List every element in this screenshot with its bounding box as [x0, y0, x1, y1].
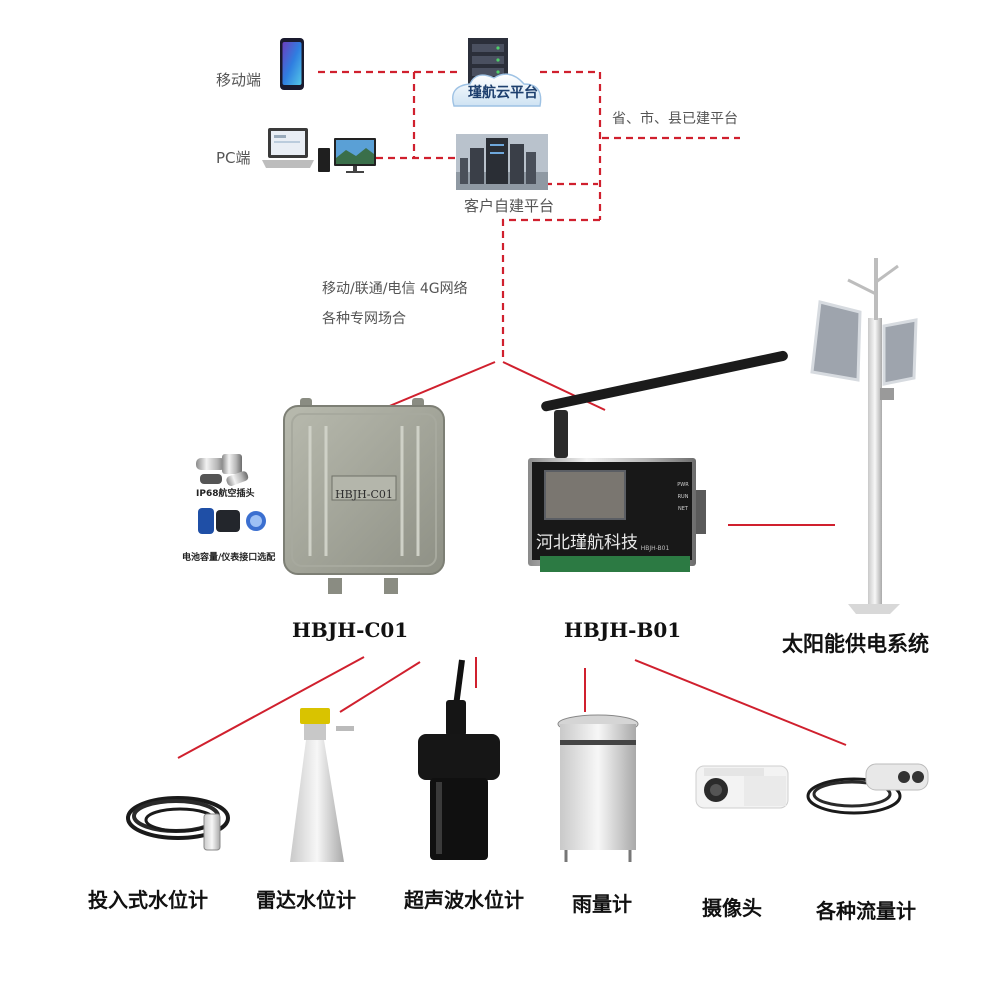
laptop-icon — [262, 128, 314, 168]
connector-icon — [196, 454, 249, 486]
ultrasonic-gauge-icon — [418, 659, 500, 860]
b01-sub-text: HBJH-B01 — [641, 545, 670, 552]
monitor-icon — [334, 138, 376, 173]
wire-c01-radar — [339, 661, 421, 713]
rain-gauge-icon — [557, 714, 639, 862]
network-label: 移动/联通/电信 4G网络 — [322, 281, 468, 297]
hbjh-c01-enclosure — [283, 398, 445, 594]
solar-pole-icon — [810, 258, 918, 614]
cloud-platform-label: 瑾航云平台 — [468, 85, 538, 101]
connector-label: IP68航空插头 — [196, 489, 255, 499]
sensor-label-flow: 各种流量计 — [816, 899, 916, 923]
link-selfbuilt-down — [501, 218, 600, 350]
sensor-label-camera: 摄像头 — [702, 896, 762, 920]
b01-brand-text: 河北瑾航科技 — [536, 533, 638, 553]
b01-model-label: HBJH-B01 — [564, 618, 682, 642]
radar-gauge-icon — [290, 708, 354, 862]
battery-connector-icon — [198, 508, 266, 534]
wire-to-c01 — [379, 361, 496, 411]
b01-led-0: PWR — [677, 482, 689, 488]
sensor-label-rain: 雨量计 — [572, 892, 632, 916]
selfbuilt-platform-label: 客户自建平台 — [464, 197, 555, 215]
sensor-label-ultrasonic: 超声波水位计 — [404, 888, 524, 912]
hbjh-b01-module — [528, 350, 788, 572]
solar-power-label: 太阳能供电系统 — [782, 632, 929, 656]
camera-icon — [695, 765, 789, 809]
cloud-platform-icon — [452, 38, 542, 107]
sensor-label-submersible: 投入式水位计 — [88, 888, 208, 912]
c01-plate-text: HBJH-C01 — [335, 488, 393, 501]
phone-icon — [280, 38, 304, 90]
pc-client-label: PC端 — [216, 149, 251, 167]
network-links — [318, 70, 740, 360]
c01-model-label: HBJH-C01 — [292, 618, 409, 642]
flow-meter-icon — [806, 763, 929, 815]
mobile-client-label: 移动端 — [216, 71, 262, 89]
battery-option-label: 电池容量/仪表接口选配 — [182, 553, 276, 563]
wire-b01-flow — [634, 659, 847, 746]
submersible-sensor-icon — [126, 796, 230, 851]
server-room-icon — [456, 134, 548, 190]
device-wires — [177, 361, 847, 759]
sensor-label-radar: 雷达水位计 — [256, 888, 356, 912]
link-cloud-government — [540, 70, 602, 220]
b01-led-2: NET — [678, 506, 689, 512]
wire-c01-submersible — [177, 656, 365, 759]
government-platform-label: 省、市、县已建平台 — [612, 111, 738, 127]
b01-led-1: RUN — [678, 494, 689, 500]
private-network-label: 各种专网场合 — [322, 311, 406, 327]
desktop-tower-icon — [318, 148, 330, 172]
